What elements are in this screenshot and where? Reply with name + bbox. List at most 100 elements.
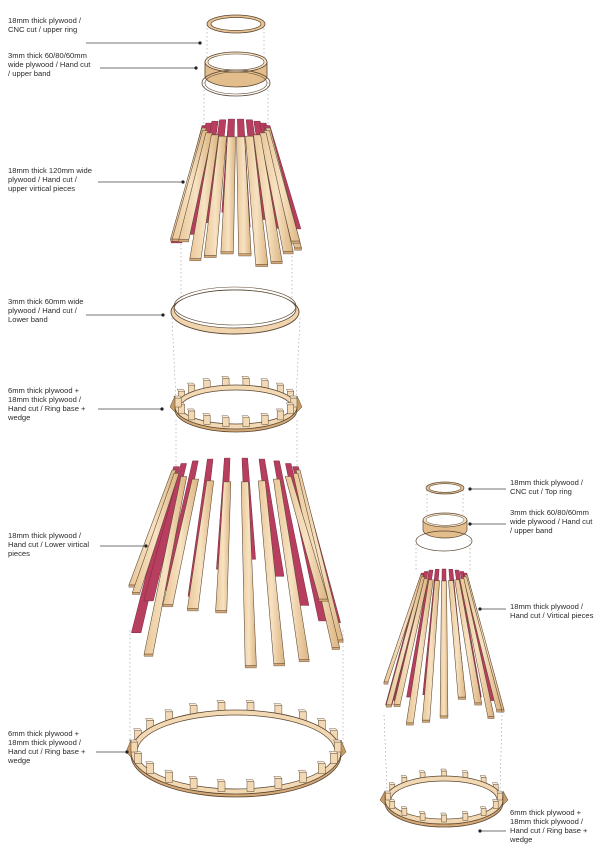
wedge bbox=[318, 763, 326, 774]
wedge-top bbox=[145, 761, 155, 764]
wedge-top bbox=[145, 718, 155, 721]
wedge bbox=[287, 404, 294, 415]
wedge-top bbox=[188, 776, 198, 779]
label-large-upper-ring: 18mm thick plywood /CNC cut / upper ring bbox=[8, 16, 202, 45]
label-large-bottom-ring-base: 6mm thick plywood +18mm thick plywood /H… bbox=[7, 729, 129, 765]
small-lamp bbox=[379, 481, 509, 828]
slat-end bbox=[294, 247, 302, 251]
slat-end bbox=[187, 608, 199, 612]
wedge bbox=[462, 813, 469, 821]
wedge-top bbox=[285, 389, 295, 392]
slat-end bbox=[383, 681, 389, 685]
wedge-top bbox=[260, 413, 269, 416]
wedge bbox=[334, 741, 342, 753]
svg-text:6mm thick plywood +18mm thick: 6mm thick plywood +18mm thick plywood /H… bbox=[509, 808, 588, 844]
wedge-top bbox=[173, 395, 182, 399]
wedge-top bbox=[187, 382, 196, 386]
wedge bbox=[203, 415, 211, 425]
wedge bbox=[492, 801, 499, 809]
slat-end bbox=[458, 697, 466, 700]
slat-end bbox=[132, 592, 141, 595]
slat-end bbox=[298, 659, 310, 662]
label-large-lower-vertical: 18mm thick plywood /Hand cut / Lower vir… bbox=[8, 531, 148, 558]
outer-slat bbox=[240, 481, 257, 666]
slat-end bbox=[255, 264, 268, 267]
wedge-top bbox=[241, 376, 250, 379]
wedge-top bbox=[245, 779, 255, 782]
wedge-top bbox=[188, 703, 198, 706]
side-wedge bbox=[502, 790, 509, 806]
wedge-top bbox=[328, 728, 338, 731]
wedge-top bbox=[273, 776, 283, 779]
large-lower-vertical-pieces bbox=[128, 457, 344, 669]
wedge bbox=[480, 808, 487, 816]
wedge-top bbox=[202, 413, 211, 416]
svg-text:6mm thick plywood +18mm thick: 6mm thick plywood +18mm thick plywood /H… bbox=[7, 729, 86, 765]
label-small-top-ring: 18mm thick plywood /CNC cut / Top ring bbox=[468, 478, 584, 496]
slat-end bbox=[283, 251, 294, 255]
wedge bbox=[401, 808, 408, 816]
side-wedge bbox=[125, 739, 132, 758]
slat-end bbox=[189, 258, 202, 261]
wedge-top bbox=[480, 775, 487, 778]
slat-end bbox=[422, 720, 430, 723]
svg-text:18mm thick plywood /CNC cut /: 18mm thick plywood /CNC cut / upper ring bbox=[8, 16, 82, 34]
side-wedge bbox=[340, 739, 347, 758]
wedge-top bbox=[388, 782, 396, 785]
wedge bbox=[222, 417, 230, 427]
slat-end bbox=[331, 647, 340, 650]
wedge bbox=[497, 792, 503, 801]
annotations: 18mm thick plywood /CNC cut / upper ring… bbox=[7, 16, 594, 844]
wedge-top bbox=[221, 376, 230, 379]
wedge bbox=[188, 410, 196, 421]
label-small-ring-base: 6mm thick plywood +18mm thick plywood /H… bbox=[478, 808, 588, 844]
wedge-top bbox=[245, 700, 255, 703]
slat-end bbox=[238, 253, 252, 257]
wedge-top bbox=[285, 402, 295, 405]
wedge-top bbox=[216, 779, 226, 782]
wedge bbox=[242, 417, 250, 427]
slat-end bbox=[178, 239, 190, 243]
wedge-top bbox=[496, 790, 503, 794]
slat-end bbox=[386, 704, 392, 708]
slat-end bbox=[162, 604, 174, 607]
slat-end bbox=[220, 251, 234, 255]
wedge bbox=[134, 753, 142, 764]
wedge bbox=[274, 778, 283, 789]
side-wedge bbox=[379, 790, 386, 806]
large-mid-ring-base bbox=[169, 376, 303, 433]
large-upper-vertical-pieces bbox=[170, 118, 302, 267]
slat-end bbox=[143, 653, 154, 657]
small-upper-band bbox=[415, 512, 473, 552]
svg-text:18mm thick plywood /CNC cut /: 18mm thick plywood /CNC cut / Top ring bbox=[510, 478, 584, 496]
wedge-top bbox=[275, 382, 284, 386]
wedge-top bbox=[492, 782, 499, 785]
small-top-ring bbox=[425, 481, 465, 495]
wedge-top bbox=[216, 700, 226, 703]
large-lamp bbox=[125, 14, 347, 798]
slat-end bbox=[291, 240, 300, 244]
inner-slat bbox=[143, 463, 187, 602]
wedge bbox=[330, 753, 338, 764]
wedge bbox=[165, 771, 173, 783]
wedge bbox=[261, 415, 269, 425]
slat-end bbox=[244, 665, 257, 669]
slat-end bbox=[406, 722, 414, 726]
slat-end bbox=[487, 716, 495, 719]
wedge-top bbox=[480, 806, 487, 809]
slat-end bbox=[393, 704, 401, 707]
wedge-top bbox=[461, 811, 469, 814]
wedge-top bbox=[492, 799, 499, 802]
wedge-top bbox=[273, 703, 283, 706]
wedge bbox=[189, 778, 198, 789]
large-upper-ring bbox=[206, 14, 266, 34]
wedge-top bbox=[440, 768, 447, 772]
wedge-top bbox=[164, 770, 174, 773]
outer-slat bbox=[439, 580, 449, 717]
wedge bbox=[217, 781, 226, 792]
